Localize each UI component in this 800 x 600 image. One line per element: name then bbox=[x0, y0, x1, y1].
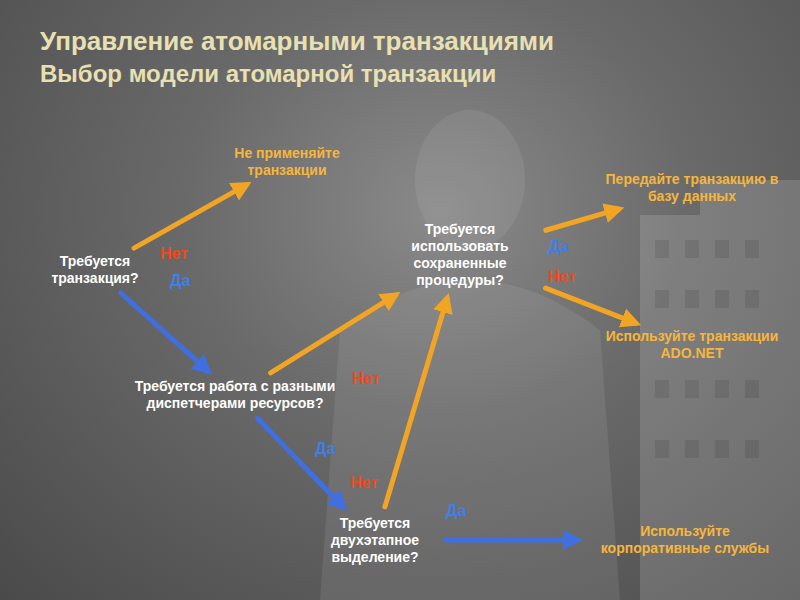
node-text: Требуется использовать сохраненные проце… bbox=[384, 221, 536, 289]
decision-node: Требуется работа с разными диспетчерами … bbox=[130, 376, 340, 414]
action-node: Передайте транзакцию в базу данных bbox=[592, 169, 792, 207]
node-text: Требуется транзакция? bbox=[39, 253, 151, 287]
branch-label: Нет bbox=[350, 474, 378, 492]
slide-subtitle: Выбор модели атомарной транзакции bbox=[40, 60, 496, 88]
flow-arrow bbox=[271, 295, 396, 373]
branch-label: Нет bbox=[548, 268, 576, 286]
node-text: Используйте транзакции ADO.NET bbox=[601, 328, 783, 362]
slide-title: Управление атомарными транзакциями bbox=[40, 26, 554, 57]
flow-arrow bbox=[134, 185, 246, 248]
decision-node: Требуется использовать сохраненные проце… bbox=[380, 219, 540, 291]
action-node: Не применяйте транзакции bbox=[212, 143, 362, 181]
decision-node: Требуется транзакция? bbox=[35, 251, 155, 289]
flow-arrow bbox=[546, 288, 636, 323]
flow-arrow bbox=[546, 209, 619, 230]
branch-label: Нет bbox=[160, 245, 188, 263]
action-node: Используйте корпоративные службы bbox=[585, 521, 785, 559]
branch-label: Нет bbox=[352, 370, 380, 388]
node-text: Передайте транзакцию в базу данных bbox=[596, 171, 788, 205]
node-text: Требуется двухэтапное выделение? bbox=[314, 515, 436, 566]
action-node: Используйте транзакции ADO.NET bbox=[597, 326, 787, 364]
branch-label: Да bbox=[548, 238, 568, 256]
branch-label: Да bbox=[170, 272, 190, 290]
flow-arrow bbox=[446, 538, 577, 543]
flow-arrow bbox=[385, 299, 447, 507]
node-text: Требуется работа с разными диспетчерами … bbox=[134, 378, 336, 412]
node-text: Используйте корпоративные службы bbox=[589, 523, 781, 557]
flow-arrow bbox=[121, 293, 208, 371]
flow-arrow bbox=[258, 418, 343, 506]
decision-node: Требуется двухэтапное выделение? bbox=[310, 513, 440, 568]
branch-label: Да bbox=[315, 440, 335, 458]
branch-label: Да bbox=[446, 502, 466, 520]
node-text: Не применяйте транзакции bbox=[216, 145, 358, 179]
